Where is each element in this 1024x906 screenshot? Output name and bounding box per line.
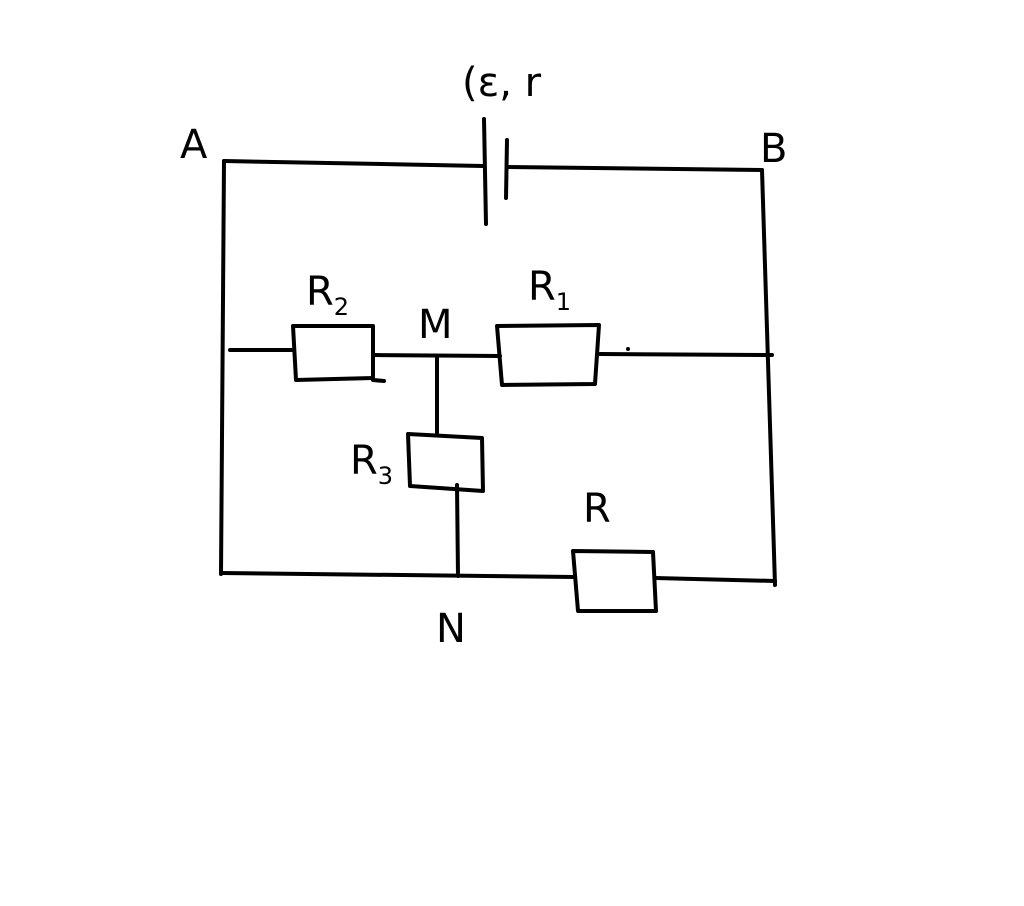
label-r2: R2 bbox=[306, 269, 349, 321]
wire-right-vertical bbox=[760, 168, 777, 587]
wire-r1-to-b bbox=[598, 352, 774, 357]
wire-bottom-left bbox=[219, 571, 577, 579]
resistor-r3 bbox=[406, 432, 485, 493]
resistor-r2 bbox=[291, 324, 386, 383]
wire-top-left bbox=[222, 159, 485, 168]
resistor-r1 bbox=[495, 323, 601, 387]
label-r1: R1 bbox=[528, 264, 571, 316]
wire-bottom-right bbox=[653, 576, 777, 583]
label-r3-main: R bbox=[350, 438, 378, 484]
battery-short-plate bbox=[504, 138, 509, 200]
battery-source bbox=[482, 117, 509, 226]
label-node-b: B bbox=[760, 126, 787, 172]
stray-dot bbox=[626, 347, 630, 351]
label-r: R bbox=[583, 486, 611, 532]
wire-top-right bbox=[505, 165, 764, 172]
label-node-n: N bbox=[436, 606, 466, 652]
wires bbox=[219, 159, 777, 587]
wire-r3-to-n bbox=[455, 483, 460, 578]
battery-long-plate bbox=[482, 117, 488, 226]
label-r3: R3 bbox=[350, 438, 393, 490]
label-node-a: A bbox=[180, 122, 208, 168]
label-source: (ε, r bbox=[462, 60, 542, 106]
resistor-r bbox=[571, 549, 658, 613]
label-r2-sub: 2 bbox=[334, 293, 349, 321]
label-r2-main: R bbox=[306, 269, 334, 315]
label-node-m: M bbox=[418, 302, 453, 348]
wire-left-vertical bbox=[219, 159, 226, 576]
label-r1-sub: 1 bbox=[556, 288, 571, 316]
label-r1-main: R bbox=[528, 264, 556, 310]
label-r3-sub: 3 bbox=[378, 462, 393, 490]
